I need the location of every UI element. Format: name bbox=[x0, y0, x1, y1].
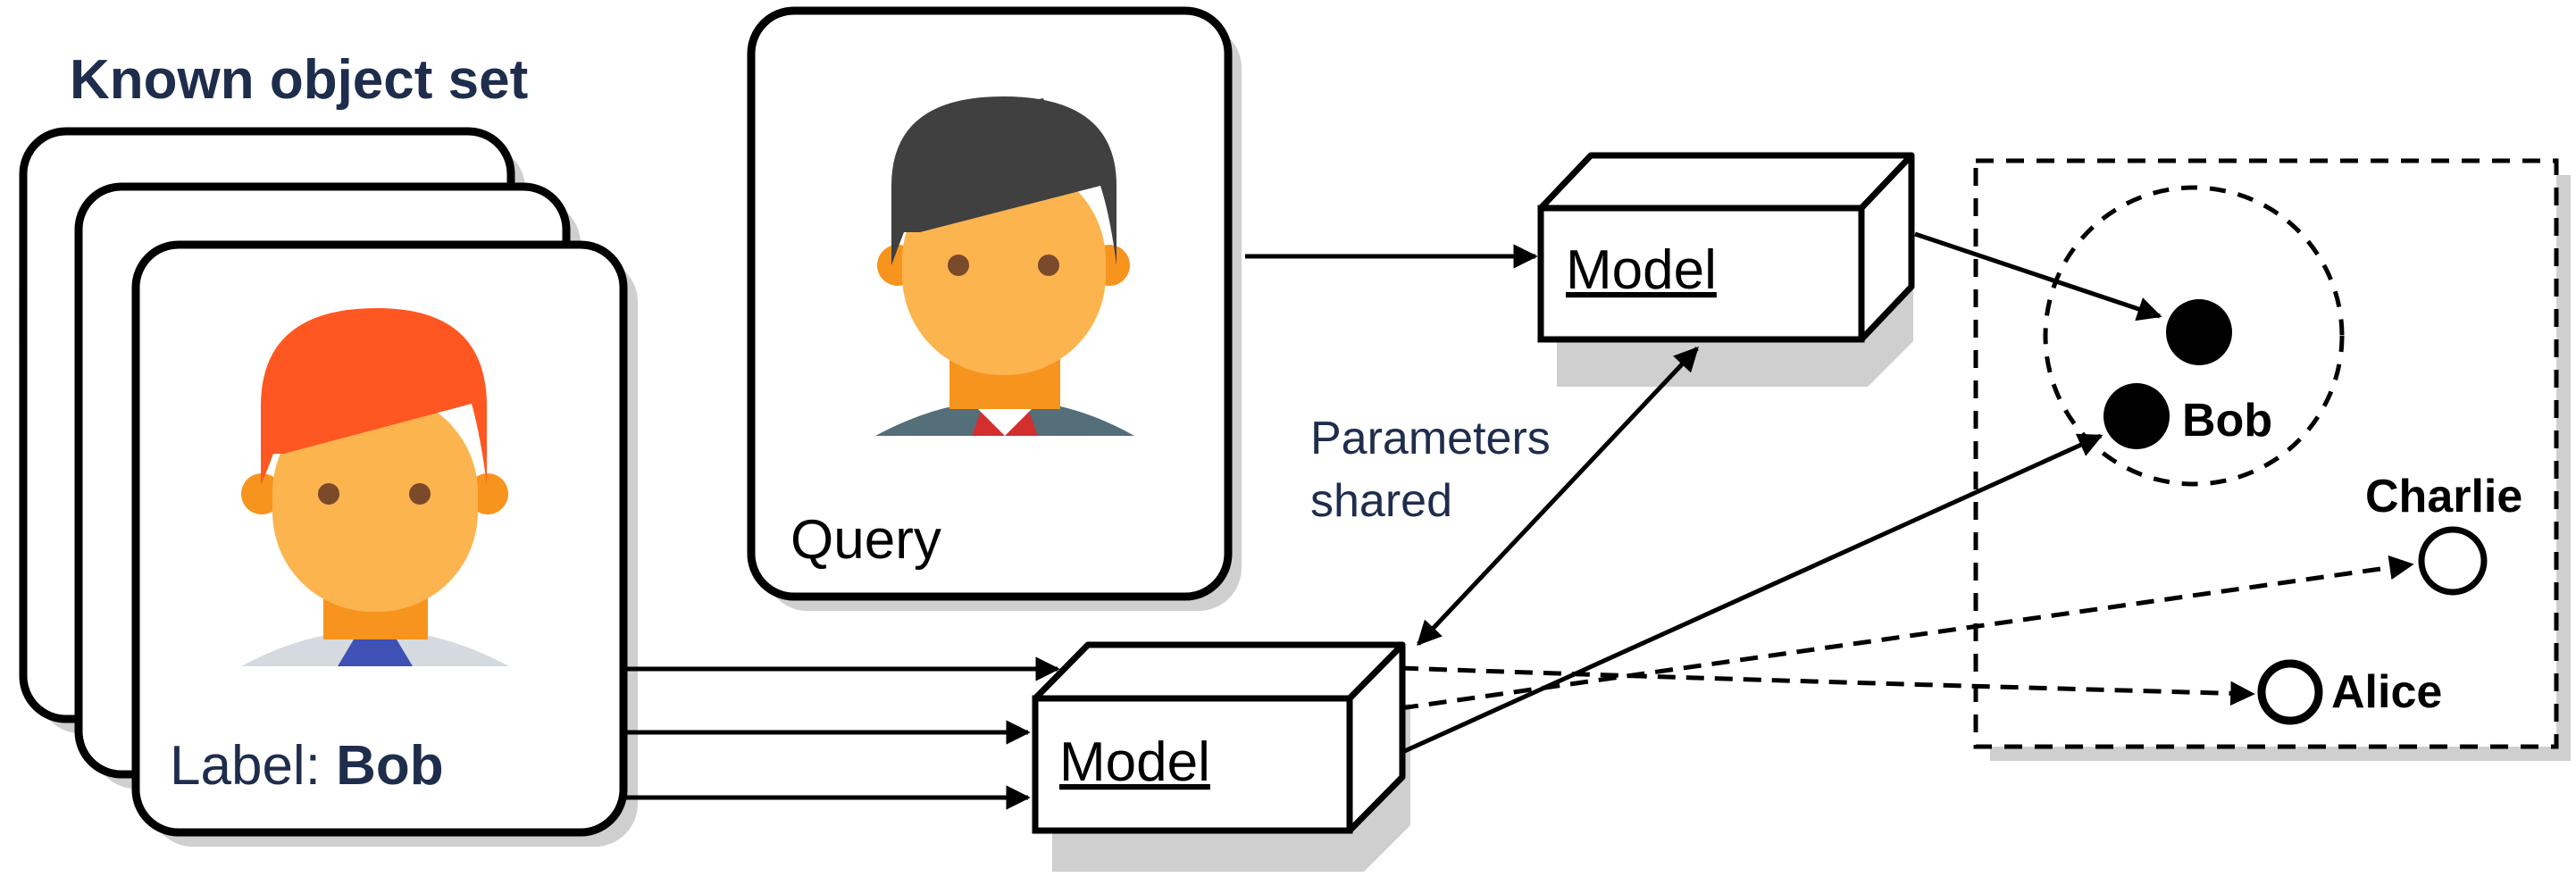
query-avatar-icon bbox=[875, 96, 1134, 436]
card-label-value: Bob bbox=[336, 735, 444, 797]
model-top-label: Model bbox=[1566, 239, 1717, 301]
query-label: Query bbox=[790, 509, 941, 571]
card-label: Label: Bob bbox=[170, 735, 444, 797]
model-bottom-to-alice-arrow bbox=[1400, 665, 2255, 706]
alice-embedding-point bbox=[2257, 659, 2323, 725]
bob-cluster-boundary bbox=[2043, 185, 2345, 487]
model-box-top: Model bbox=[1537, 152, 1915, 387]
charlie-node-label: Charlie bbox=[2365, 471, 2522, 522]
model-bottom-label: Model bbox=[1059, 731, 1210, 793]
arrows bbox=[620, 231, 2414, 810]
parameters-shared-arrow bbox=[1417, 346, 1699, 647]
bob-avatar-icon bbox=[241, 308, 509, 666]
query-embedding-point bbox=[2166, 299, 2232, 365]
model-top-to-query-point-arrow bbox=[1914, 231, 2162, 322]
known-set-title: Known object set bbox=[70, 49, 528, 111]
model-bottom-to-bob-arrow bbox=[1399, 433, 2103, 756]
shared-note-line2: shared bbox=[1310, 475, 1452, 527]
bob-embedding-point bbox=[2103, 383, 2170, 449]
alice-node-label: Alice bbox=[2331, 666, 2442, 718]
parameters-shared-note: Parameters shared bbox=[1310, 413, 1563, 527]
charlie-embedding-point bbox=[2418, 526, 2488, 596]
bob-node-label: Bob bbox=[2182, 395, 2272, 447]
shared-note-line1: Parameters bbox=[1310, 413, 1551, 464]
model-box-bottom: Model bbox=[1032, 641, 1410, 872]
